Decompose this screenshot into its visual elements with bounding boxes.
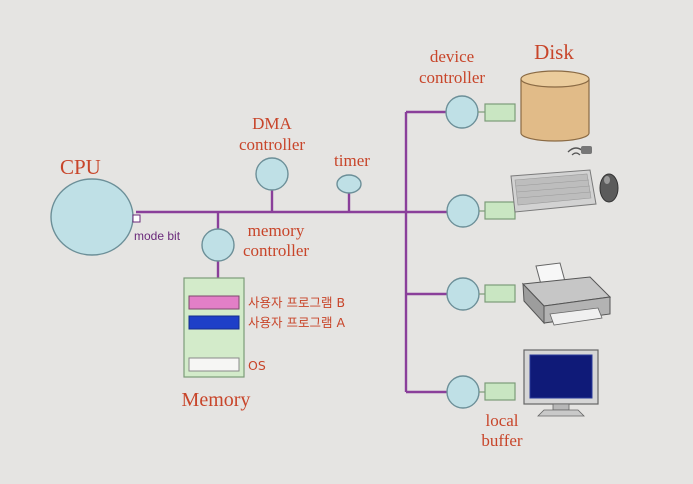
keyboard-mouse-icon [510, 146, 619, 213]
program-a-label: 사용자 프로그램 A [248, 315, 345, 330]
keyboard-local-buffer [484, 201, 516, 220]
disk-local-buffer [484, 103, 516, 122]
dma-controller-node [255, 157, 289, 191]
printer-icon [521, 262, 612, 326]
disk-label: Disk [534, 40, 574, 64]
printer-local-buffer [484, 284, 516, 303]
localbuf-label-line2: buffer [481, 431, 523, 450]
monitor-local-buffer [484, 382, 516, 401]
timer-label: timer [334, 151, 370, 170]
keyboard-controller-node [446, 194, 480, 228]
program-b-label: 사용자 프로그램 B [248, 295, 345, 310]
disk-icon [520, 70, 590, 142]
os-region [188, 357, 240, 372]
mode-bit-label: mode bit [134, 229, 181, 243]
device-controller-monitor [446, 375, 516, 409]
os-label: OS [248, 358, 266, 373]
devctl-label-line1: device [430, 47, 474, 66]
localbuf-label-line1: local [485, 411, 518, 430]
device-controller-printer [446, 277, 516, 311]
mode-bit-box [132, 214, 141, 223]
memory-controller-node [201, 228, 235, 262]
disk-controller-node [445, 95, 479, 129]
memory-label: Memory [182, 389, 251, 411]
printer-controller-node [446, 277, 480, 311]
device-controller-keyboard [446, 194, 516, 228]
devctl-label-line2: controller [419, 68, 485, 87]
cpu-node [50, 178, 134, 256]
dma-label-line2: controller [239, 135, 305, 154]
program-b-region [188, 295, 240, 310]
memctl-label-line1: memory [248, 221, 305, 240]
monitor-icon [523, 349, 599, 417]
monitor-controller-node [446, 375, 480, 409]
memctl-label-line2: controller [243, 241, 309, 260]
cpu-label: CPU [60, 155, 101, 179]
device-controller-disk [445, 95, 516, 129]
timer-node [336, 174, 362, 194]
program-a-region [188, 315, 240, 330]
bus-lines [136, 110, 448, 394]
dma-label-line1: DMA [252, 114, 292, 133]
